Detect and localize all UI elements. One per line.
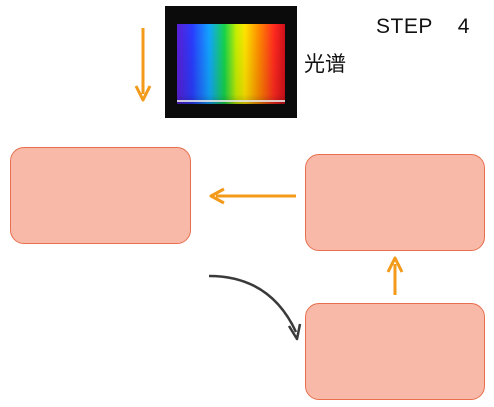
up-arrow-right — [386, 256, 404, 295]
process-box-right-top — [305, 154, 485, 251]
process-box-right-bottom — [305, 303, 485, 400]
left-arrow-middle — [209, 187, 296, 205]
down-arrow-left — [134, 28, 152, 102]
step-label: STEP 4 — [376, 15, 470, 38]
process-box-left — [10, 147, 191, 244]
spectrum-gradient — [177, 24, 285, 104]
curved-arrow-dark — [208, 274, 302, 341]
spectrum-caption: 光谱 — [304, 52, 346, 76]
spectrum-image — [165, 6, 297, 118]
